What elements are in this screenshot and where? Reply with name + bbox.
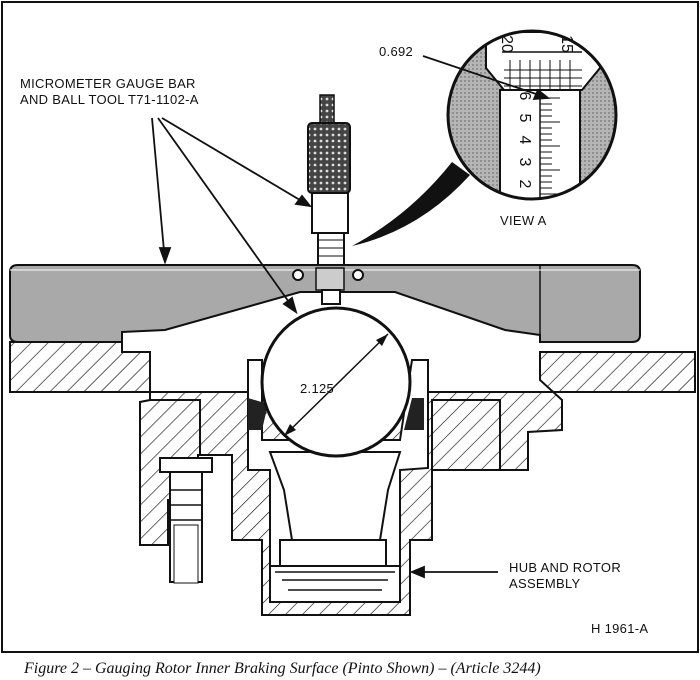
thimble-mark-15: 15	[558, 35, 575, 53]
figure-border	[1, 1, 699, 653]
view-a-detail: 20 15 2 3 4 5 6	[352, 29, 618, 246]
thimble-mark-20: 20	[498, 35, 515, 53]
tool-label-line2: AND BALL TOOL T71-1102-A	[20, 92, 199, 107]
sleeve-mark-4: 4	[516, 136, 533, 145]
gauge-ball	[260, 306, 412, 458]
leader-lines	[151, 55, 551, 579]
ball-diameter-label: 2.125	[300, 381, 334, 396]
tool-label-line1: MICROMETER GAUGE BAR	[20, 76, 196, 91]
hub-rotor-assembly	[9, 341, 696, 616]
hub-label-line1: HUB AND ROTOR	[509, 560, 621, 575]
reading-label: 0.692	[379, 44, 413, 59]
wheel-stud	[159, 457, 213, 584]
sleeve-mark-5: 5	[516, 114, 533, 123]
sleeve-mark-6: 6	[516, 92, 533, 101]
view-a-label: VIEW A	[500, 213, 547, 228]
hub-label-line2: ASSEMBLY	[509, 576, 581, 591]
sleeve-mark-2: 2	[516, 180, 533, 189]
figure-code: H 1961-A	[591, 621, 648, 636]
figure-caption: Figure 2 – Gauging Rotor Inner Braking S…	[23, 660, 541, 677]
micrometer	[307, 94, 351, 305]
sleeve-mark-3: 3	[516, 158, 533, 167]
